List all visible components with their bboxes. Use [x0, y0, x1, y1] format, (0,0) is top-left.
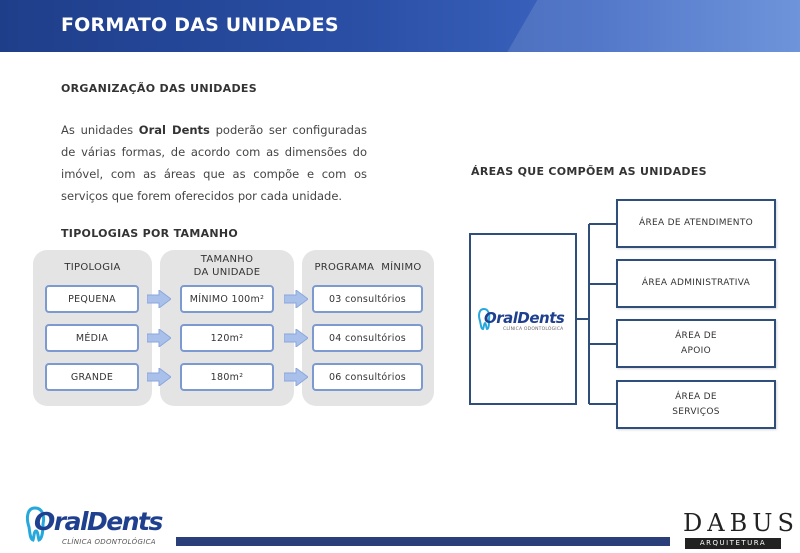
cell-tamanho-grande: 180m²	[180, 363, 274, 391]
area-servicos: ÁREA DE SERVIÇOS	[616, 380, 776, 429]
dabus-logo: DABUS ARQUITETURA	[683, 509, 799, 549]
dabus-name: DABUS	[683, 509, 799, 537]
column-head-tamanho: TAMANHO DA UNIDADE	[193, 254, 261, 278]
header-banner: FORMATO DAS UNIDADES	[0, 0, 800, 52]
org-logo-tagline: CLÍNICA ODONTOLÓGICA	[503, 327, 564, 332]
tooth-icon	[478, 307, 491, 331]
footer-logo-tagline: CLÍNICA ODONTOLÓGICA	[62, 538, 156, 546]
tooth-icon	[25, 506, 46, 542]
organization-title: ORGANIZAÇÃO DAS UNIDADES	[61, 82, 257, 95]
cell-tipologia-media: MÉDIA	[45, 324, 139, 352]
arrow-right-icon	[284, 368, 308, 386]
paragraph-brand: Oral Dents	[138, 123, 210, 137]
area-atendimento: ÁREA DE ATENDIMENTO	[616, 199, 776, 248]
column-head-tipologia: TIPOLOGIA	[64, 262, 121, 273]
areas-title: ÁREAS QUE COMPÕEM AS UNIDADES	[471, 165, 707, 178]
cell-tipologia-grande: GRANDE	[45, 363, 139, 391]
paragraph-text-after: poderão ser configuradas de várias forma…	[61, 123, 367, 203]
footer-bar	[176, 537, 670, 546]
dabus-tagline: ARQUITETURA	[685, 538, 781, 549]
cell-tipologia-pequena: PEQUENA	[45, 285, 139, 313]
column-head-programa: PROGRAMA MÍNIMO	[314, 262, 422, 273]
arrow-right-icon	[147, 368, 171, 386]
arrow-right-icon	[147, 329, 171, 347]
cell-programa-pequena: 03 consultórios	[312, 285, 423, 313]
area-apoio: ÁREA DE APOIO	[616, 319, 776, 368]
typologies-title: TIPOLOGIAS POR TAMANHO	[61, 227, 239, 240]
org-logo-name: OralDents	[484, 309, 565, 327]
cell-programa-media: 04 consultórios	[312, 324, 423, 352]
cell-programa-grande: 06 consultórios	[312, 363, 423, 391]
footer-oraldents-logo: OralDents CLÍNICA ODONTOLÓGICA	[24, 505, 174, 549]
cell-tamanho-media: 120m²	[180, 324, 274, 352]
organization-paragraph: As unidades Oral Dents poderão ser confi…	[61, 119, 367, 207]
oraldents-logo-box: OralDents CLÍNICA ODONTOLÓGICA	[469, 233, 577, 405]
cell-tamanho-pequena: MÍNIMO 100m²	[180, 285, 274, 313]
footer-logo-name: OralDents	[34, 507, 163, 536]
arrow-right-icon	[284, 329, 308, 347]
arrow-right-icon	[147, 290, 171, 308]
arrow-right-icon	[284, 290, 308, 308]
connector-lines	[577, 223, 617, 405]
page-title: FORMATO DAS UNIDADES	[61, 14, 339, 36]
area-administrativa: ÁREA ADMINISTRATIVA	[616, 259, 776, 308]
paragraph-text-before: As unidades	[61, 123, 139, 137]
banner-sheen	[479, 0, 800, 52]
